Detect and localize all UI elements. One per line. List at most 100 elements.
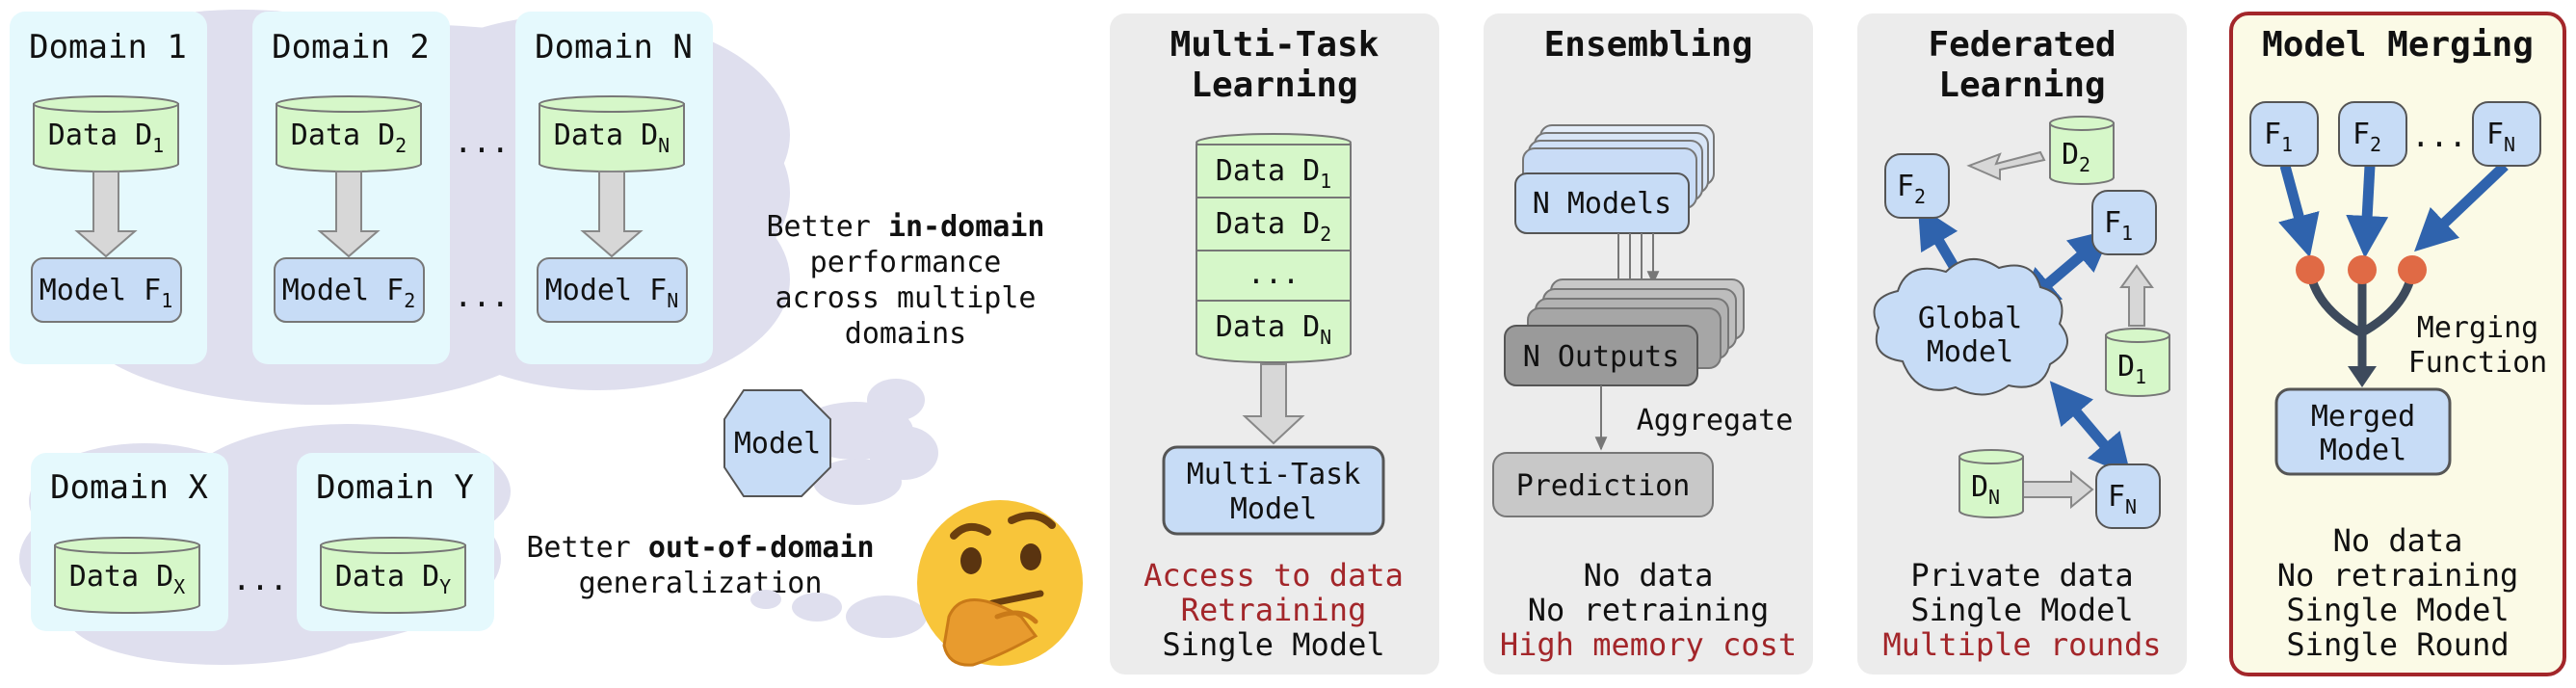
panel-multi-task-learning: Multi-Task Learning Data D1 Data D2 ... … [1110, 13, 1439, 675]
ens-footer: No data No retraining High memory cost [1500, 557, 1797, 663]
data-dx-sub: X [173, 575, 185, 598]
in-domain-line4: domains [845, 317, 966, 351]
mtl-row1-sub: 1 [1320, 170, 1331, 193]
mtl-footer: Access to data Retraining Single Model [1143, 557, 1404, 663]
svg-text:Better in-domain: Better in-domain [767, 210, 1045, 244]
fed-f1-label: F [2104, 206, 2121, 240]
ens-outputs-label: N Outputs [1523, 340, 1680, 374]
merge-function-line2: Function [2408, 346, 2548, 380]
data-dx-label: Data D [69, 560, 173, 594]
panel-ensembling: Ensembling N Models N Outputs Aggregate [1484, 13, 1813, 675]
fed-d1-label: D [2117, 350, 2135, 384]
merge-tree-arrowhead [2348, 366, 2377, 387]
svg-text:Data DY: Data DY [335, 560, 451, 598]
merge-f1-node: F1 [2249, 101, 2319, 167]
data-d2-label: Data D [291, 119, 395, 152]
mtl-row3-label: ... [1248, 257, 1300, 291]
domain-n-title: Domain N [535, 28, 693, 66]
mtl-model-line2: Model [1230, 492, 1317, 526]
thought-model-octagon: Model [723, 389, 831, 497]
fed-d2-cylinder: D2 [2049, 116, 2115, 185]
mtl-title-line2: Learning [1191, 66, 1357, 105]
merge-footer: No data No retraining Single Model Singl… [2277, 522, 2518, 663]
fed-dn-label: D [1971, 470, 1988, 504]
merged-model-box: Merged Model [2274, 387, 2452, 476]
ens-outputs-stack: N Outputs [1504, 278, 1745, 386]
fed-d2-sub: 2 [2079, 153, 2090, 176]
svg-text:Model FN: Model FN [545, 274, 678, 312]
left-section: Domain 1 Data D1 Model F1 Domain 2 [10, 10, 1083, 667]
merge-f1-label: F [2264, 118, 2281, 151]
svg-text:F1: F1 [2104, 206, 2133, 245]
svg-text:D2: D2 [2062, 138, 2090, 176]
ens-models-stack: N Models [1514, 124, 1715, 234]
ens-footer-1: No data [1584, 557, 1714, 594]
merge-fn-label: F [2486, 118, 2504, 151]
thinking-face-icon [917, 500, 1083, 667]
mtl-footer-2: Retraining [1181, 592, 1367, 628]
fed-title-line1: Federated [1928, 25, 2116, 65]
fed-dn-sub: N [1988, 486, 2000, 509]
merge-function-line1: Merging [2417, 311, 2538, 345]
data-dx-cylinder: Data DX [54, 537, 200, 614]
mtl-row4-sub: N [1320, 326, 1331, 349]
model-f1-label: Model F [39, 274, 161, 307]
fed-fn-sub: N [2125, 495, 2137, 518]
fed-dn-cylinder: DN [1958, 449, 2024, 518]
mtl-arrow [1242, 363, 1305, 445]
domain-1-card: Domain 1 Data D1 Model F1 [10, 12, 207, 364]
domain-x-card: Domain X Data DX [31, 453, 228, 631]
data-dy-label: Data D [335, 560, 439, 594]
in-domain-pre: Better [767, 210, 888, 244]
mtl-row2-label: Data D [1216, 207, 1320, 241]
merged-model-line2: Model [2320, 434, 2406, 467]
fed-f2-label: F [1897, 170, 1914, 203]
merged-model-line1: Merged [2311, 400, 2415, 434]
ens-footer-2: No retraining [1528, 592, 1769, 628]
fed-f1-sub: 1 [2121, 222, 2133, 245]
ood-line2: generalization [579, 567, 823, 600]
mtl-title-line1: Multi-Task [1170, 25, 1380, 65]
in-domain-bold: in-domain [888, 210, 1045, 244]
merge-footer-1: No data [2333, 522, 2463, 559]
mtl-footer-1: Access to data [1143, 557, 1404, 594]
data-dn-cylinder: Data DN [539, 95, 685, 172]
data-d1-sub: 1 [152, 134, 164, 157]
fed-arrow-dn-to-fn [2022, 469, 2094, 510]
svg-text:Data DX: Data DX [69, 560, 185, 598]
ens-models-label: N Models [1533, 187, 1672, 221]
svg-text:F2: F2 [2353, 118, 2381, 156]
fed-global-line1: Global [1918, 302, 2022, 335]
domain-2-card: Domain 2 Data D2 Model F2 [252, 12, 450, 364]
fed-f2-sub: 2 [1914, 185, 1926, 208]
ood-pre: Better [526, 531, 647, 565]
svg-text:Data DN: Data DN [1216, 310, 1331, 349]
ens-prediction-box: Prediction [1492, 452, 1714, 517]
merge-f2-label: F [2353, 118, 2370, 151]
mtl-footer-3: Single Model [1162, 626, 1384, 663]
in-domain-line3: across multiple [775, 281, 1037, 315]
svg-text:Model F2: Model F2 [282, 274, 415, 312]
model-fn-label: Model F [545, 274, 667, 307]
ellipsis-models: ... [454, 278, 510, 314]
merge-footer-3: Single Model [2286, 592, 2509, 628]
svg-text:Data D1: Data D1 [1216, 154, 1331, 193]
ens-aggregate-label: Aggregate [1637, 404, 1794, 437]
domain-1-title: Domain 1 [29, 28, 187, 66]
data-d2-sub: 2 [395, 134, 407, 157]
fed-title-line2: Learning [1938, 66, 2105, 105]
domain-y-card: Domain Y Data DY [297, 453, 494, 631]
in-domain-caption: Better in-domain performance across mult… [767, 210, 1045, 351]
in-domain-line2: performance [810, 246, 1002, 279]
merge-fn-sub: N [2504, 133, 2515, 156]
merge-ellipsis: ... [2411, 118, 2467, 154]
merge-footer-4: Single Round [2286, 626, 2509, 663]
svg-text:F2: F2 [1897, 170, 1926, 208]
merge-arrows [2278, 162, 2509, 258]
mtl-row1-label: Data D [1216, 154, 1320, 188]
fed-global-model-cloud: Global Model [1873, 257, 2068, 396]
merge-footer-2: No retraining [2277, 557, 2518, 594]
merge-f1-sub: 1 [2281, 133, 2293, 156]
model-fn-box: Model FN [537, 257, 688, 323]
